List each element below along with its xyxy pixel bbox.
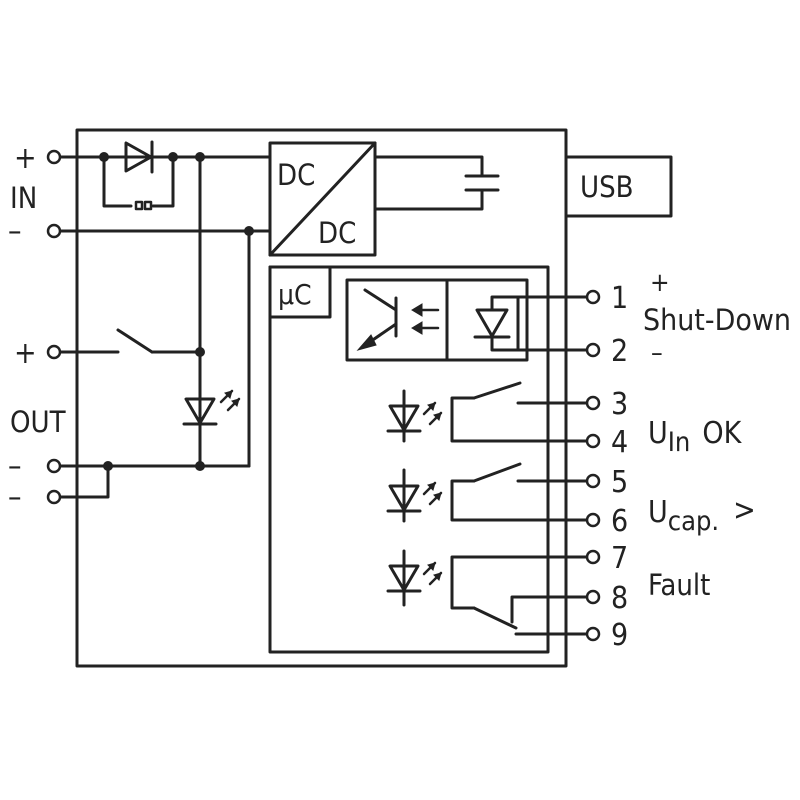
- terminal-3: [585, 395, 601, 411]
- optocoupler-symbol: [345, 278, 529, 362]
- uin-base: U: [648, 416, 668, 451]
- relay-changeover-fault: [450, 555, 590, 636]
- status-led-fault-icon: [386, 549, 443, 607]
- output-switch-symbol: [58, 328, 202, 354]
- terminal-out-minus-2: [46, 489, 62, 505]
- left-terminals: [46, 149, 62, 505]
- fault-label: Fault: [648, 568, 710, 602]
- terminal-8: [585, 589, 601, 605]
- terminal-4: [585, 433, 601, 449]
- terminal-3-label: 3: [611, 387, 628, 422]
- ucap-subscript: cap.: [668, 506, 719, 537]
- terminal-7: [585, 549, 601, 565]
- terminal-6-label: 6: [611, 504, 628, 539]
- terminal-9-label: 9: [611, 618, 628, 653]
- terminal-1: [585, 289, 601, 305]
- usb-label: USB: [580, 170, 634, 204]
- microcontroller-label: µC: [278, 278, 312, 311]
- out-plus-label: +: [14, 336, 37, 371]
- dc-dc-label-top: DC: [277, 158, 315, 192]
- capacitor-symbol: [373, 155, 500, 211]
- dc-dc-converter: DC DC: [268, 141, 377, 257]
- in-label: IN: [10, 181, 37, 215]
- terminal-in-minus: [46, 223, 62, 239]
- ucap-suffix: >: [733, 493, 756, 528]
- dc-dc-label-bottom: DC: [318, 216, 356, 250]
- terminal-in-plus: [46, 149, 62, 165]
- terminal-9: [585, 626, 601, 642]
- relay-contact-uin: [450, 381, 590, 443]
- terminal-5: [585, 473, 601, 489]
- shutdown-label: Shut-Down: [643, 303, 791, 337]
- in-minus-label: –: [8, 214, 22, 249]
- terminal-7-label: 7: [611, 541, 628, 576]
- input-wiring: [58, 155, 272, 233]
- device-enclosure: [75, 128, 568, 668]
- microcontroller-block: [268, 265, 550, 654]
- out-label: OUT: [10, 405, 67, 439]
- uin-suffix: OK: [702, 416, 742, 451]
- input-diode-icon: [124, 140, 154, 174]
- terminal-2-label: 2: [611, 334, 628, 369]
- ucap-label: Ucap. >: [648, 493, 756, 537]
- right-terminals: [585, 289, 601, 642]
- status-led-ucap-icon: [386, 468, 443, 523]
- terminal-4-label: 4: [611, 425, 628, 460]
- relay-contact-ucap: [450, 462, 590, 522]
- terminal-2: [585, 342, 601, 358]
- out-minus-label-1: –: [8, 449, 22, 484]
- usb-port-box: [564, 155, 673, 218]
- in-plus-label: +: [14, 141, 37, 176]
- junction-dots: [99, 152, 254, 471]
- out-minus-label-2: –: [8, 480, 22, 515]
- shutdown-minus-label: –: [651, 338, 663, 368]
- microcontroller-tag-box: [268, 265, 332, 319]
- terminal-1-label: 1: [611, 281, 628, 316]
- terminal-out-minus-1: [46, 458, 62, 474]
- shutdown-plus-label: +: [650, 268, 670, 298]
- output-minus-wiring: [58, 464, 251, 499]
- terminal-8-label: 8: [611, 581, 628, 616]
- terminal-out-plus: [46, 344, 62, 360]
- uin-ok-label: UIn OK: [648, 416, 743, 458]
- uin-subscript: In: [668, 427, 691, 458]
- terminal-5-label: 5: [611, 465, 628, 500]
- status-led-uin-icon: [386, 389, 443, 443]
- output-led-icon: [182, 389, 241, 426]
- ucap-base: U: [648, 495, 668, 530]
- terminal-6: [585, 512, 601, 528]
